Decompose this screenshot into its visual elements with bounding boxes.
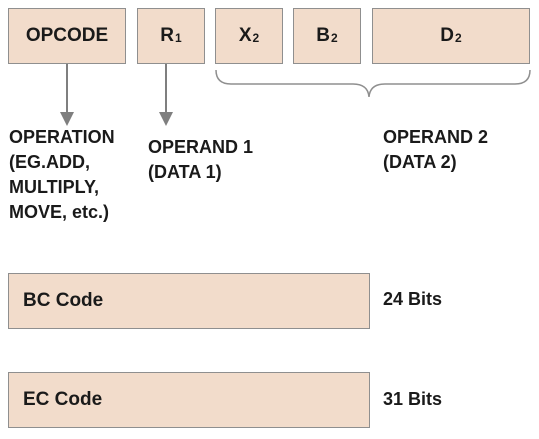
operand1-line-2: (DATA 1): [148, 162, 222, 182]
ec-code-bar: EC Code: [8, 372, 370, 428]
ec-code-bits: 31 Bits: [383, 389, 443, 409]
operand1-label: OPERAND 1 (DATA 1): [148, 135, 253, 185]
x2-label: X: [238, 25, 252, 46]
bc-code-bits: 24 Bits: [383, 289, 443, 309]
operand2-label: OPERAND 2 (DATA 2): [383, 125, 488, 175]
x2-subscript: 2: [252, 31, 260, 45]
d2-subscript: 2: [455, 31, 462, 45]
operand2-brace: [215, 69, 531, 98]
arrow-to-operation: [60, 64, 74, 126]
operand1-line-1: OPERAND 1: [148, 137, 254, 157]
opcode-field: OPCODE: [8, 8, 126, 64]
bc-code-label: BC Code: [23, 290, 104, 311]
b2-subscript: 2: [331, 31, 338, 45]
operation-line-4: MOVE, etc.): [9, 202, 110, 222]
operand2-line-1: OPERAND 2: [383, 127, 489, 147]
r1-subscript: 1: [175, 31, 182, 45]
b2-label: B: [316, 25, 331, 46]
operation-line-2: (EG.ADD,: [9, 152, 90, 172]
ec-code-label: EC Code: [23, 389, 103, 410]
bc-code-bar: BC Code: [8, 273, 370, 329]
operation-line-1: OPERATION: [9, 127, 115, 147]
operation-line-3: MULTIPLY,: [9, 177, 100, 197]
r1-label: R: [160, 25, 175, 46]
operand2-line-2: (DATA 2): [383, 152, 457, 172]
opcode-label: OPCODE: [25, 25, 109, 46]
d2-label: D: [440, 25, 455, 46]
operation-label: OPERATION (EG.ADD, MULTIPLY, MOVE, etc.): [9, 125, 115, 225]
arrow-to-operand1: [159, 64, 173, 126]
